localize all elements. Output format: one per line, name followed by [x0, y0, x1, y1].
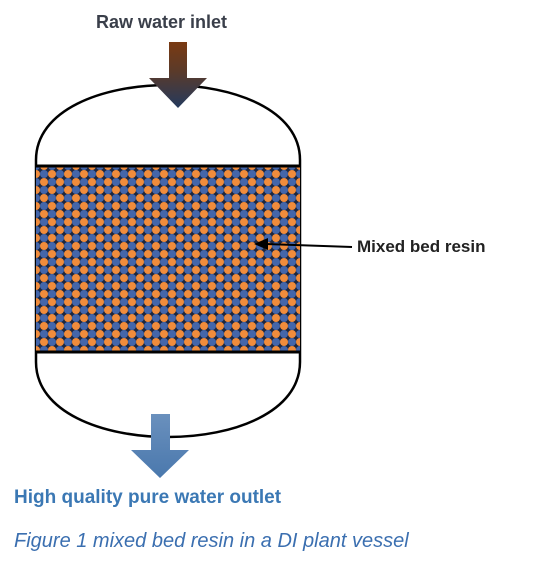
outlet-arrow: [131, 414, 189, 478]
inlet-arrow: [149, 42, 207, 108]
down-arrow-icon: [149, 42, 207, 108]
down-arrow-icon: [131, 414, 189, 478]
resin-pointer-line: [265, 243, 353, 248]
figure-caption: Figure 1 mixed bed resin in a DI plant v…: [14, 530, 409, 552]
mixed-bed-resin-layer: [36, 166, 300, 352]
resin-label: Mixed bed resin: [357, 237, 486, 256]
resin-pointer-head: [254, 238, 268, 250]
outlet-label: High quality pure water outlet: [14, 487, 282, 508]
left-arrow-icon: [254, 238, 353, 250]
inlet-label: Raw water inlet: [96, 12, 228, 32]
